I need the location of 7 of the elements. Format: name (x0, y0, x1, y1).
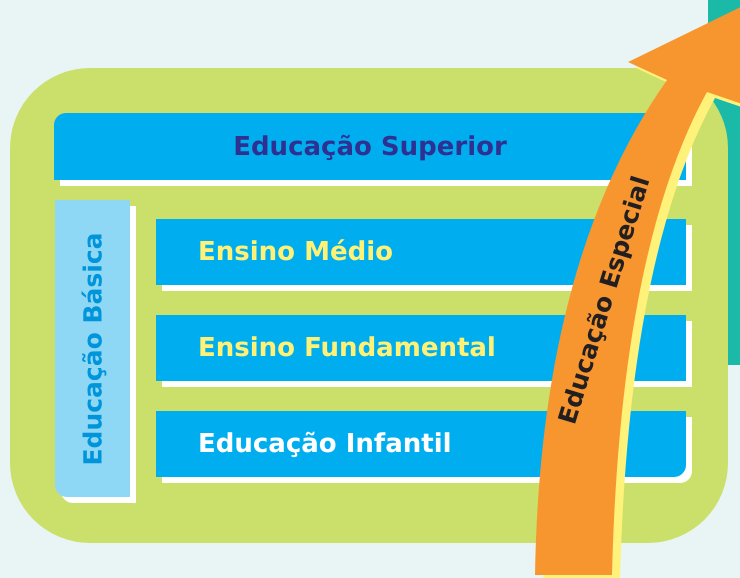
band-label: Educação Infantil (198, 429, 452, 459)
band-label: Ensino Médio (198, 237, 393, 267)
band-label: Ensino Fundamental (198, 333, 496, 363)
side-band (55, 200, 130, 497)
band-label: Educação Superior (233, 132, 507, 162)
band-label: Educação Básica (78, 232, 107, 466)
panel-background (10, 68, 728, 543)
